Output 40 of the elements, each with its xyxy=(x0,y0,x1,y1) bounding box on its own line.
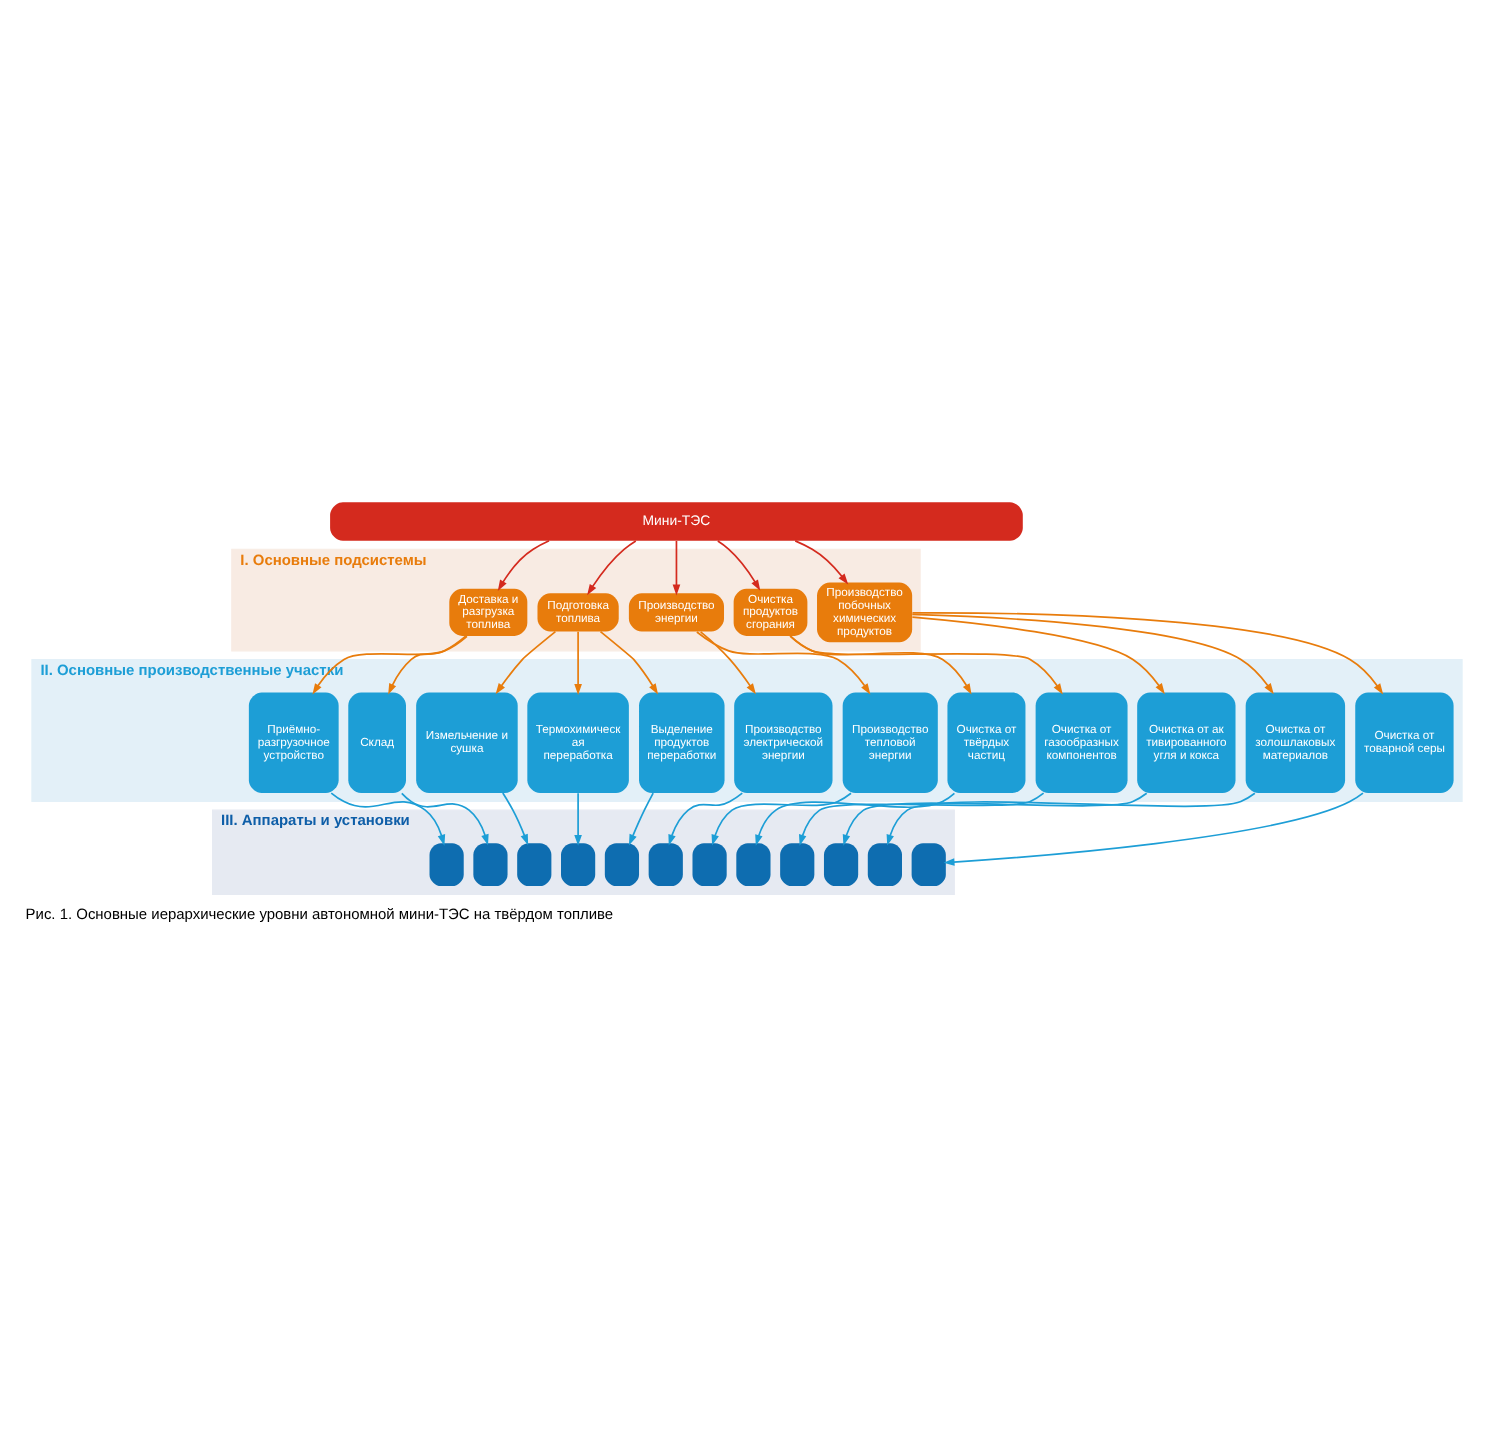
arrow xyxy=(500,792,528,846)
arrow xyxy=(885,792,1255,846)
arrow xyxy=(329,792,445,846)
arrow xyxy=(399,792,488,846)
arrow xyxy=(311,635,467,695)
node-box xyxy=(428,843,463,887)
arrow xyxy=(788,635,1062,695)
node-box xyxy=(866,843,901,887)
node-box xyxy=(910,843,945,887)
node-box xyxy=(560,843,595,887)
arrow xyxy=(586,540,636,596)
node-box xyxy=(735,843,770,887)
arrow xyxy=(573,630,581,695)
arrow xyxy=(598,630,658,695)
node-box xyxy=(822,843,858,887)
arrow xyxy=(698,630,755,695)
arrow xyxy=(627,792,654,846)
arrow xyxy=(573,792,581,846)
arrow xyxy=(841,792,1147,846)
node-box xyxy=(691,843,726,887)
arrow xyxy=(494,630,556,695)
arrow xyxy=(910,616,1164,695)
node-box xyxy=(472,843,507,887)
arrow xyxy=(695,631,870,695)
arrow xyxy=(942,792,1363,866)
arrow xyxy=(496,539,549,591)
arrow xyxy=(710,792,851,846)
arrow xyxy=(798,792,1044,846)
arrow xyxy=(387,635,466,695)
node-box xyxy=(647,843,682,887)
arrow xyxy=(715,540,760,591)
node-box xyxy=(779,843,814,887)
arrow xyxy=(667,792,743,846)
arrow xyxy=(754,792,955,846)
node-box xyxy=(603,843,639,887)
arrow xyxy=(910,613,1273,695)
node-box xyxy=(516,843,551,887)
arrow xyxy=(671,540,680,596)
arrow xyxy=(910,611,1383,695)
arrow xyxy=(793,540,848,585)
